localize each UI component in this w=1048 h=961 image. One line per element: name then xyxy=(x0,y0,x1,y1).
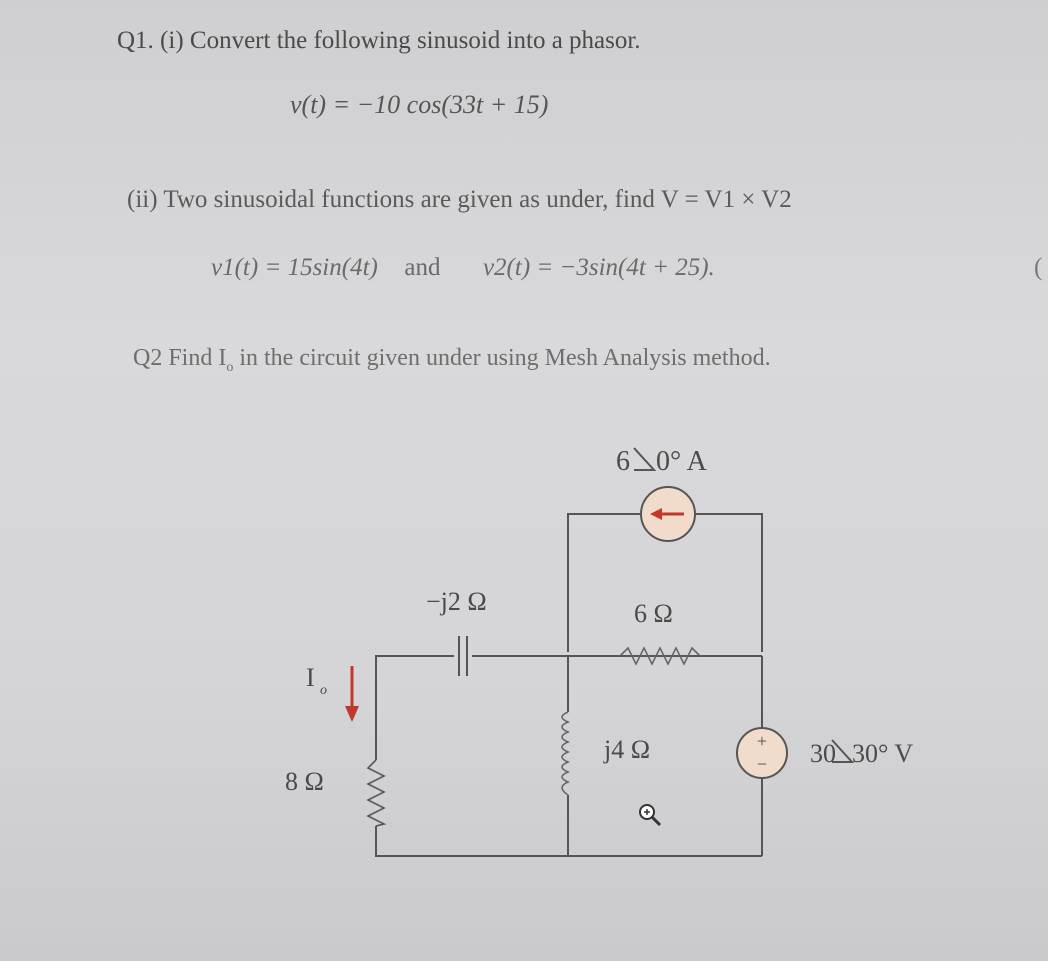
inductor xyxy=(561,711,571,796)
edge-fragment: ( xyxy=(1034,254,1043,281)
q2-title: Q2 Find Io in the circuit given under us… xyxy=(133,345,771,376)
io-label: I xyxy=(306,663,315,692)
plus-sign: + xyxy=(757,731,767,751)
resistor-6-label: 6 Ω xyxy=(634,599,673,628)
wire-left-top xyxy=(375,655,568,760)
q1-part-ii: (ii) Two sinusoidal functions are given … xyxy=(127,186,792,213)
io-label-sub: o xyxy=(320,683,327,698)
v1-equation: v1(t) = 15sin(4t) xyxy=(211,254,378,281)
q2-title-sub: o xyxy=(226,359,234,375)
current-source-mag: 6 xyxy=(616,446,630,477)
current-source-angle: 0° A xyxy=(656,446,708,477)
current-source xyxy=(640,486,696,542)
resistor-6-ohm xyxy=(619,646,701,666)
angle-symbol-current xyxy=(633,447,657,471)
q2-title-rest: in the circuit given under using Mesh An… xyxy=(233,345,771,371)
inductor-label: j4 Ω xyxy=(603,735,650,764)
resistor-8-label: 8 Ω xyxy=(285,767,324,796)
and-word: and xyxy=(404,254,441,281)
resistor-8-ohm xyxy=(366,759,387,827)
angle-symbol-voltage xyxy=(831,739,855,763)
io-arrow xyxy=(345,666,359,722)
wire-bottom xyxy=(375,826,762,857)
minus-sign: − xyxy=(757,754,767,774)
capacitor-label: −j2 Ω xyxy=(426,587,487,616)
zoom-cursor-icon[interactable] xyxy=(639,804,662,827)
q2-title-start: Q2 Find I xyxy=(133,345,227,371)
q1-equation: v(t) = −10 cos(33t + 15) xyxy=(290,90,549,119)
q1-part-ii-equations: v1(t) = 15sin(4t) and v2(t) = −3sin(4t +… xyxy=(211,254,715,282)
capacitor xyxy=(454,636,472,676)
voltage-source-angle: 30° V xyxy=(852,739,913,768)
voltage-source: + − xyxy=(736,727,788,779)
q1-title: Q1. (i) Convert the following sinusoid i… xyxy=(117,27,641,54)
voltage-source-mag: 30 xyxy=(810,739,836,768)
v2-equation: v2(t) = −3sin(4t + 25). xyxy=(482,254,715,281)
